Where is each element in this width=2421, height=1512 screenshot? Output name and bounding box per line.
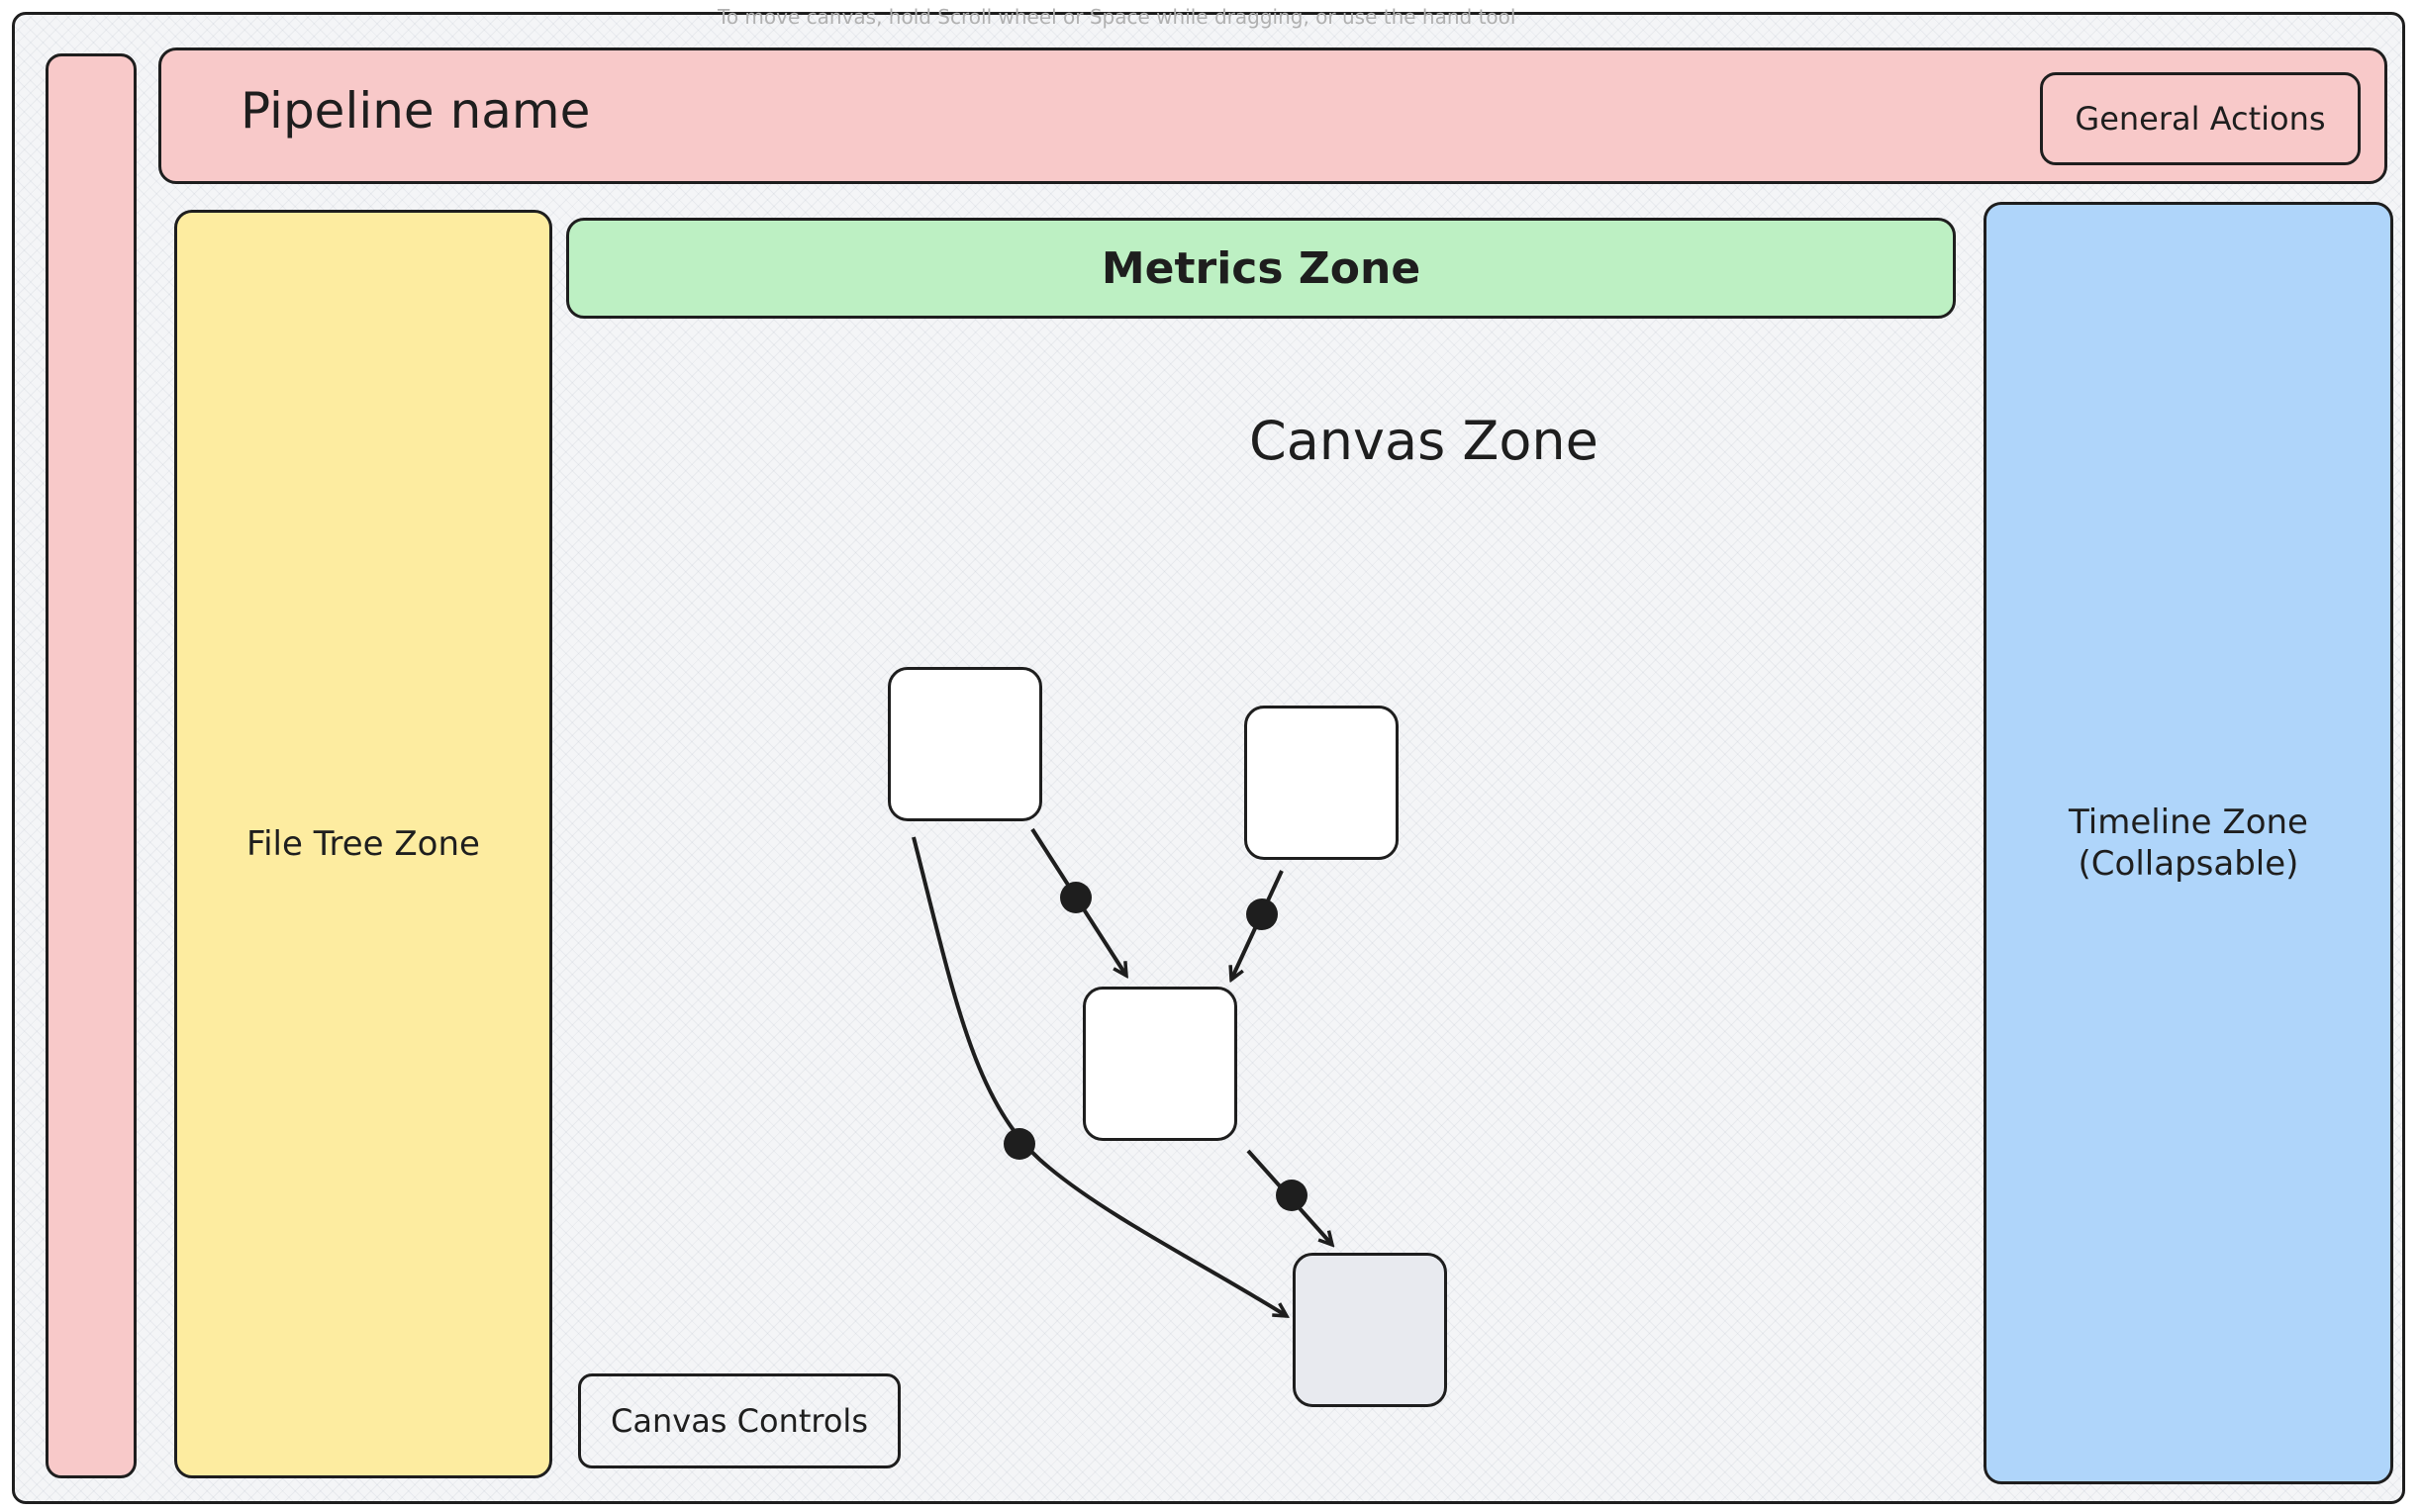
node-c[interactable] bbox=[1083, 987, 1237, 1141]
timeline-zone[interactable]: Timeline Zone (Collapsable) bbox=[1984, 202, 2393, 1484]
general-actions-button[interactable]: General Actions bbox=[2040, 72, 2361, 165]
canvas-controls[interactable]: Canvas Controls bbox=[578, 1373, 901, 1468]
left-rail[interactable] bbox=[46, 53, 137, 1478]
canvas-zone-title: Canvas Zone bbox=[1249, 410, 1598, 472]
metrics-zone: Metrics Zone bbox=[566, 218, 1956, 319]
header-zone: Pipeline name General Actions bbox=[158, 47, 2387, 184]
node-b[interactable] bbox=[1244, 706, 1399, 860]
file-tree-zone[interactable]: File Tree Zone bbox=[174, 210, 552, 1478]
canvas-hint: To move canvas, hold Scroll wheel or Spa… bbox=[718, 5, 1516, 29]
pipeline-name[interactable]: Pipeline name bbox=[241, 82, 591, 140]
node-a[interactable] bbox=[888, 667, 1042, 821]
node-d[interactable] bbox=[1293, 1253, 1447, 1407]
